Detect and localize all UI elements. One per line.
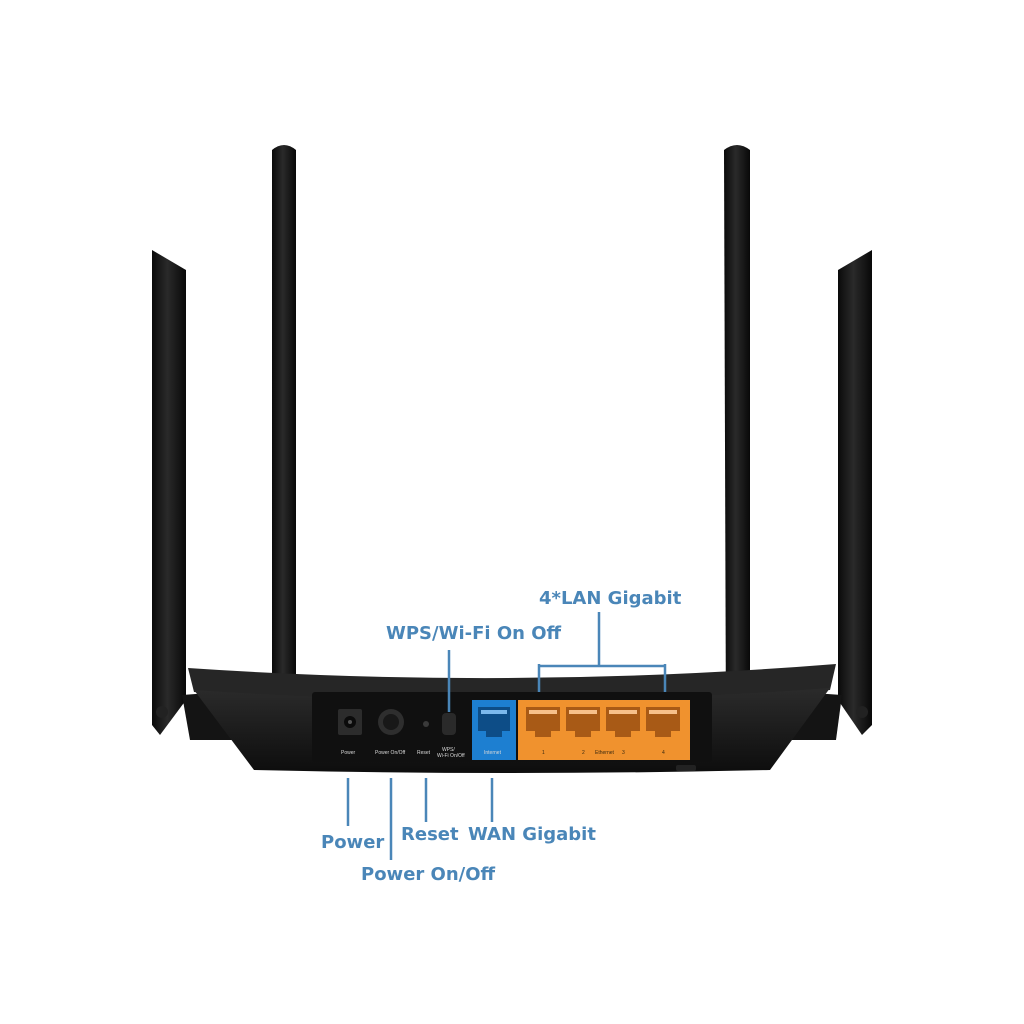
lan-port-3[interactable] [606, 707, 640, 737]
lan-port-4[interactable] [646, 707, 680, 737]
callout-wan-gigabit: WAN Gigabit [468, 824, 596, 845]
panel-label-lan2: 2 [582, 750, 585, 756]
panel-label-lan1: 1 [542, 750, 545, 756]
wan-port[interactable] [472, 700, 516, 760]
callout-lan-gigabit: 4*LAN Gigabit [539, 588, 682, 609]
callout-power: Power [321, 832, 385, 853]
lan-port-2[interactable] [566, 707, 600, 737]
antenna-left-inner [272, 145, 296, 735]
wps-wifi-button[interactable] [442, 713, 456, 735]
antenna-right-outer [838, 250, 872, 735]
callout-reset: Reset [401, 824, 459, 845]
panel-label-ethernet: Ethernet [595, 750, 615, 756]
leader-lan [537, 612, 667, 692]
panel-label-internet: Internet [484, 750, 502, 756]
panel-label-lan4: 4 [662, 750, 665, 756]
power-onoff-button[interactable] [378, 709, 404, 735]
panel-label-reset: Reset [417, 750, 431, 756]
power-jack[interactable] [338, 709, 362, 735]
antenna-left-outer [152, 250, 186, 735]
callout-power-onoff: Power On/Off [361, 864, 496, 885]
callout-wps-wifi: WPS/Wi-Fi On Off [386, 623, 562, 644]
panel-label-power-onoff: Power On/Off [375, 750, 406, 756]
panel-label-lan3: 3 [622, 750, 625, 756]
panel-label-power: Power [341, 750, 356, 756]
panel-label-wps-1: WPS/ [442, 747, 455, 753]
lan-port-1[interactable] [526, 707, 560, 737]
antenna-right-inner [724, 145, 750, 740]
panel-label-wps-2: Wi-Fi On/Off [437, 753, 465, 759]
reset-button[interactable] [423, 721, 429, 727]
